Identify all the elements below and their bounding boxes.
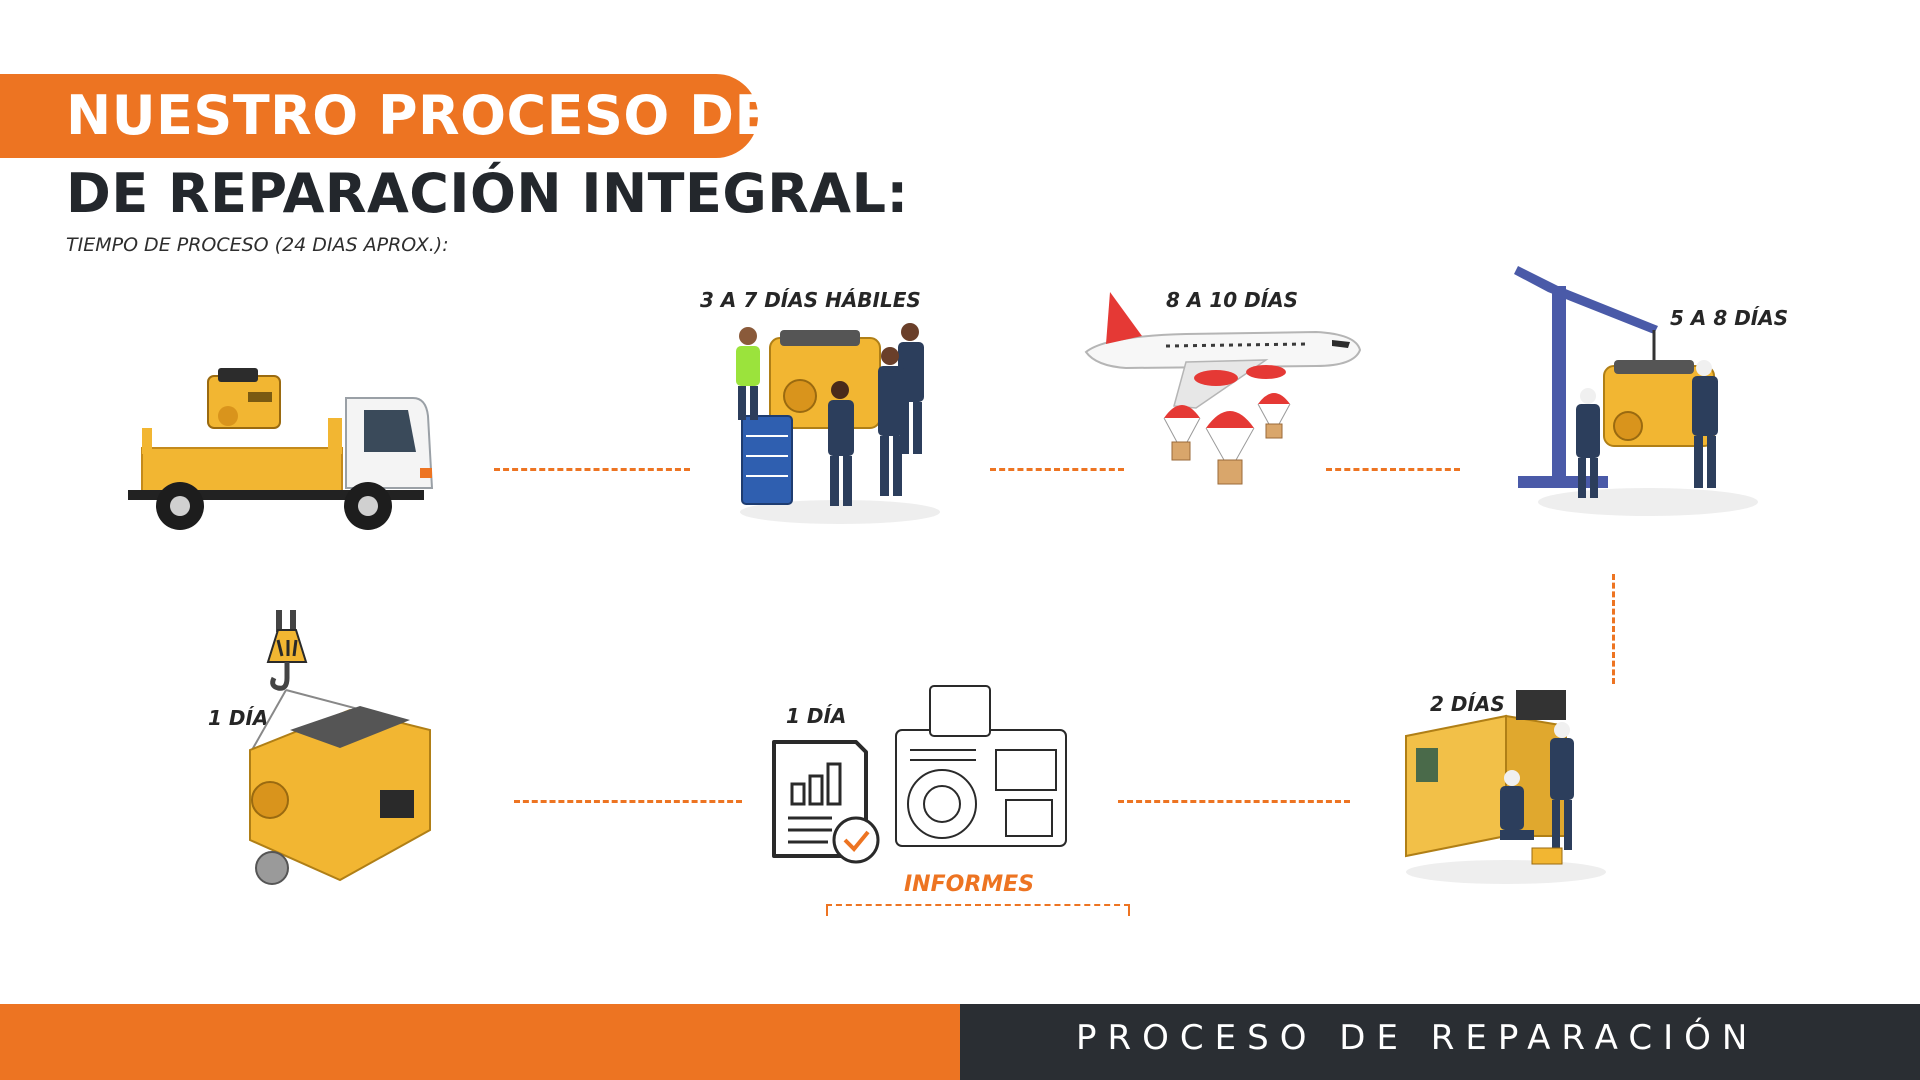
footer-accent-bar xyxy=(0,1004,960,1080)
report-and-engine-icon xyxy=(770,680,1090,870)
connector-line xyxy=(990,468,1124,471)
connector-line xyxy=(1118,800,1350,803)
informes-label: INFORMES xyxy=(904,872,1035,897)
step-7-duration: 1 DÍA xyxy=(208,706,269,730)
step-4-duration: 5 A 8 DÍAS xyxy=(1670,306,1789,330)
step-6-duration: 1 DÍA xyxy=(786,704,847,728)
connector-line-vertical xyxy=(1612,574,1615,684)
page-title-line1: NUESTRO PROCESO DE xyxy=(66,84,772,147)
generator-testing-icon xyxy=(1396,686,1632,886)
informes-bracket xyxy=(826,904,1130,916)
connector-line xyxy=(494,468,690,471)
title-banner xyxy=(0,74,758,158)
step-5-duration: 2 DÍAS xyxy=(1430,692,1505,716)
engine-hoist-delivery-icon xyxy=(230,610,444,894)
engine-crane-assembly-icon xyxy=(1508,266,1764,522)
footer-title: PROCESO DE REPARACIÓN xyxy=(1076,1018,1759,1058)
airplane-parts-delivery-icon xyxy=(1066,288,1362,498)
step-3-duration: 8 A 10 DÍAS xyxy=(1166,288,1299,312)
step-2-duration: 3 A 7 DÍAS HÁBILES xyxy=(700,288,921,312)
connector-line xyxy=(1326,468,1460,471)
truck-with-engine-icon xyxy=(128,368,438,538)
process-time-subtitle: TIEMPO DE PROCESO (24 DIAS APROX.): xyxy=(66,234,449,256)
technicians-inspecting-engine-icon xyxy=(720,316,950,526)
connector-line xyxy=(514,800,742,803)
footer-dark-bar xyxy=(960,1004,1920,1080)
page-title-line2: DE REPARACIÓN INTEGRAL: xyxy=(66,162,909,225)
